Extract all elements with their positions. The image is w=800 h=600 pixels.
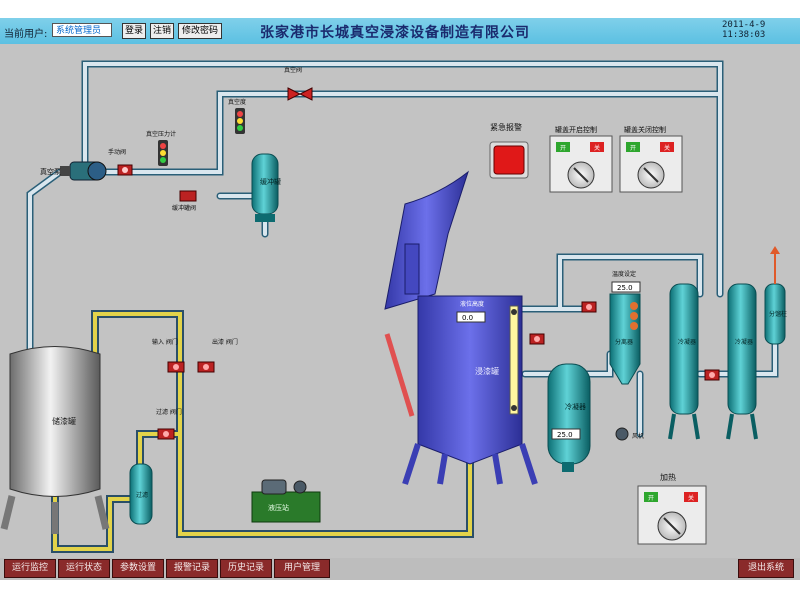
condenser-b[interactable]: 冷凝器: [726, 283, 758, 440]
condenser-a[interactable]: 冷凝器: [668, 283, 700, 440]
cooler-fan[interactable]: 风机: [615, 427, 644, 441]
current-user-field[interactable]: 系统管理员: [52, 23, 112, 37]
storage-tank[interactable]: 储漆罐: [0, 346, 110, 535]
condenser-a-label: 冷凝器: [678, 338, 696, 346]
svg-text:开: 开: [560, 145, 566, 152]
vacuum-valve-top[interactable]: 真空阀: [284, 66, 313, 101]
process-diagram: 真空泵 手动阀 真空压力计 真空度: [0, 60, 787, 553]
lid-open-on-switch: [556, 142, 570, 152]
heater-on-switch: [644, 492, 658, 502]
cooler-tank[interactable]: 冷凝器 25.0: [547, 363, 591, 472]
vacuum-pump[interactable]: 真空泵: [40, 161, 107, 181]
change-password-button[interactable]: 修改密码: [178, 23, 222, 39]
temp-low-value: 25.0: [557, 431, 573, 439]
heater-control[interactable]: 加热 开 关: [637, 472, 707, 545]
nav-run-status[interactable]: 运行状态: [58, 559, 110, 578]
hydraulic-station[interactable]: 液压站: [251, 479, 321, 523]
exit-system-button[interactable]: 退出系统: [738, 559, 794, 578]
cooler-label: 冷凝器: [565, 402, 586, 411]
svg-text:关: 关: [664, 144, 670, 152]
tank-outlet-valve[interactable]: [529, 333, 545, 345]
vacuum-pump-label: 真空泵: [40, 167, 61, 176]
lid-open-off-switch: [590, 142, 604, 152]
login-button[interactable]: 登录: [122, 23, 146, 39]
separator-column[interactable]: 温度设定 25.0 分离器: [609, 270, 641, 385]
nav-alarm-records[interactable]: 报警记录: [166, 559, 218, 578]
process-canvas: 真空泵 手动阀 真空压力计 真空度: [0, 44, 800, 558]
vent-column[interactable]: 分馏柱: [764, 246, 787, 345]
output-valve[interactable]: 出漆 阀门: [197, 338, 238, 373]
buffer-tank[interactable]: 缓冲罐: [251, 153, 281, 222]
bottom-nav-bar: 运行监控 运行状态 参数设置 报警记录 历史记录 用户管理 退出系统: [0, 558, 800, 580]
manual-valve-1-label: 手动阀: [108, 148, 126, 156]
level-readout: 液位高度 0.0: [456, 300, 486, 323]
emergency-alarm[interactable]: 紧急报警: [489, 122, 529, 179]
output-valve-label: 出漆 阀门: [212, 338, 238, 346]
nav-history-records[interactable]: 历史记录: [220, 559, 272, 578]
buffer-valve[interactable]: 缓冲罐阀: [172, 190, 197, 212]
condenser-b-label: 冷凝器: [735, 338, 753, 346]
temp-set-label: 温度设定: [612, 270, 636, 278]
svg-text:开: 开: [630, 145, 636, 152]
svg-text:开: 开: [648, 495, 654, 502]
filter-tank-label: 过滤: [136, 491, 148, 499]
vacuum-pipes: [26, 60, 779, 438]
nav-user-management[interactable]: 用户管理: [274, 559, 330, 578]
nav-parameter-settings[interactable]: 参数设置: [112, 559, 164, 578]
login-label: 当前用户:: [4, 29, 48, 40]
time-display: 11:38:03: [722, 30, 766, 40]
level-value: 0.0: [462, 314, 473, 322]
input-valve-label: 输入 阀门: [152, 338, 178, 346]
condenser-valve[interactable]: [704, 369, 720, 381]
buffer-tank-label: 缓冲罐: [260, 177, 281, 186]
lid-close-control[interactable]: 罐盖关闭控制 开 关: [619, 125, 683, 193]
company-title: 张家港市长城真空浸漆设备制造有限公司: [260, 25, 530, 41]
separator-label: 分离器: [615, 338, 633, 346]
alarm-label: 紧急报警: [490, 122, 522, 132]
manual-valve-1[interactable]: 手动阀: [108, 148, 133, 176]
svg-text:关: 关: [688, 494, 694, 502]
lid-open-label: 罐盖开启控制: [555, 125, 597, 134]
main-tank-label: 浸漆罐: [475, 366, 499, 376]
heater-off-switch: [684, 492, 698, 502]
lid-close-label: 罐盖关闭控制: [624, 125, 666, 134]
temp-top-value: 25.0: [617, 284, 633, 292]
filter-valve[interactable]: 过滤 阀门: [156, 408, 182, 440]
filter-valve-label: 过滤 阀门: [156, 408, 182, 416]
gauge2-label: 真空度: [228, 98, 246, 106]
logout-button[interactable]: 注销: [150, 23, 174, 39]
hydraulic-label: 液压站: [268, 503, 289, 512]
filter-tank[interactable]: 过滤: [129, 463, 153, 525]
lid-close-on-switch: [626, 142, 640, 152]
date-display: 2011-4-9: [722, 20, 766, 30]
gauge1-label: 真空压力计: [146, 130, 176, 138]
title-bar: 当前用户: 系统管理员 登录 注销 修改密码 张家港市长城真空浸漆设备制造有限公…: [0, 18, 800, 45]
indicator-lamp-1: 真空压力计: [146, 130, 176, 166]
level-label: 液位高度: [460, 300, 484, 308]
heater-label: 加热: [660, 472, 676, 482]
impregnation-tank[interactable]: 浸漆罐: [384, 170, 538, 485]
indicator-lamp-2: 真空度: [228, 98, 246, 134]
svg-text:关: 关: [594, 144, 600, 152]
nav-run-monitor[interactable]: 运行监控: [4, 559, 56, 578]
fan-label: 风机: [632, 432, 644, 440]
column-label: 分馏柱: [769, 310, 787, 318]
vacuum-valve-label: 真空阀: [284, 66, 302, 74]
input-valve[interactable]: 输入 阀门: [152, 338, 185, 373]
lid-open-control[interactable]: 罐盖开启控制 开 关: [549, 125, 613, 193]
lid-close-off-switch: [660, 142, 674, 152]
condenser-inlet-valve[interactable]: [581, 301, 597, 313]
buffer-valve-label: 缓冲罐阀: [172, 204, 196, 212]
storage-tank-label: 储漆罐: [52, 416, 76, 426]
